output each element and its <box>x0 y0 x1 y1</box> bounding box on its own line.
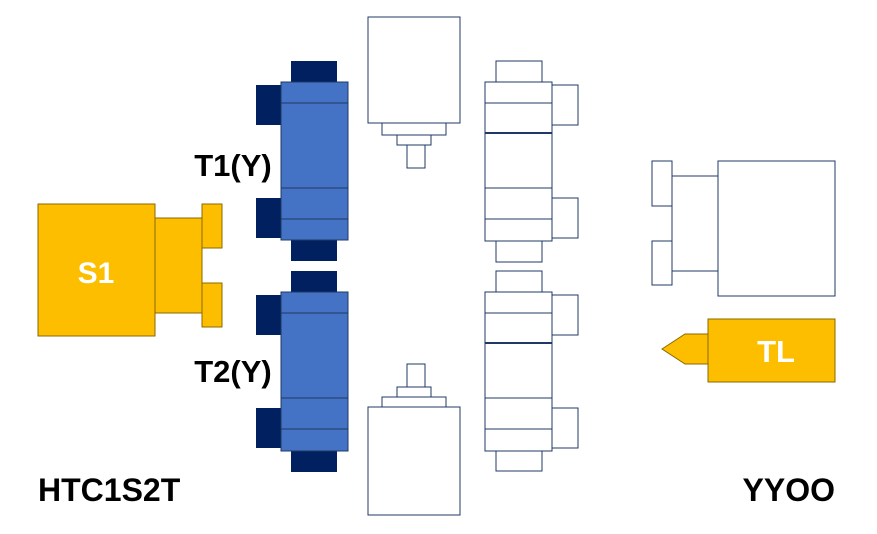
turret-outline-upper-body <box>484 81 553 242</box>
turret-outline-lower <box>484 270 579 472</box>
model-label-right: YYOO <box>743 472 835 508</box>
turret-t1-bottom-cap <box>291 239 337 261</box>
tool-holder-lower-tip <box>406 363 426 388</box>
turret-t2-label: T2(Y) <box>194 354 272 389</box>
model-label-left: HTC1S2T <box>38 472 181 508</box>
turret-t2 <box>256 271 349 472</box>
turret-outline-upper-bottom-cap <box>495 239 543 263</box>
tailstock-tl-body <box>707 318 836 383</box>
tool-holder-upper-body <box>367 16 461 124</box>
tailstock-tl: TL <box>661 318 836 383</box>
turret-t1 <box>256 61 349 261</box>
turret-t2-left-block-top <box>256 295 282 335</box>
tool-holder-lower-body <box>367 406 461 516</box>
sub-spindle-outline <box>651 160 836 297</box>
turret-outline-lower-right-block-top <box>550 294 579 336</box>
tool-holder-lower <box>367 363 461 516</box>
turret-t1-top-cap <box>291 61 337 84</box>
turret-t2-left-block-bottom <box>256 408 282 448</box>
spindle-s1-body <box>37 203 156 337</box>
turret-outline-lower-right-block-bottom <box>550 407 579 449</box>
turret-outline-lower-body <box>484 291 553 452</box>
tool-holder-upper-flange <box>381 122 447 136</box>
turret-t1-left-block-bottom <box>256 198 282 238</box>
turret-outline-upper-right-block-top <box>550 84 579 126</box>
sub-spindle-outline-jaw-bottom <box>651 240 673 286</box>
sub-spindle-outline-neck <box>671 175 719 272</box>
tool-holder-lower-flange <box>381 396 447 408</box>
spindle-s1-jaw-bottom <box>201 282 223 328</box>
turret-outline-lower-bottom-cap <box>495 449 543 472</box>
tailstock-tl-label: TL <box>757 334 795 369</box>
turret-outline-upper-top-cap <box>495 60 543 84</box>
turret-t2-body <box>280 291 349 452</box>
turret-t2-top-cap <box>291 271 337 293</box>
spindle-s1-jaw-top <box>201 203 223 249</box>
tool-holder-upper-collar <box>396 134 432 146</box>
spindle-s1-neck <box>154 217 203 314</box>
spindle-s1-label: S1 <box>78 257 115 290</box>
tailstock-tl-center-point <box>661 333 709 365</box>
turret-outline-upper <box>484 60 579 263</box>
sub-spindle-outline-jaw-top <box>651 160 673 207</box>
spindle-s1: S1 <box>37 203 223 337</box>
tool-holder-upper <box>367 16 461 169</box>
tool-holder-upper-tip <box>406 144 426 169</box>
turret-t2-bottom-cap <box>291 450 337 472</box>
sub-spindle-outline-body <box>717 160 836 297</box>
turret-outline-lower-top-cap <box>495 270 543 294</box>
turret-t1-body <box>280 81 349 241</box>
turret-t1-label: T1(Y) <box>194 148 272 183</box>
turret-t1-left-block-top <box>256 85 282 125</box>
turret-outline-upper-right-block-bottom <box>550 197 579 239</box>
tool-holder-lower-collar <box>396 386 432 398</box>
